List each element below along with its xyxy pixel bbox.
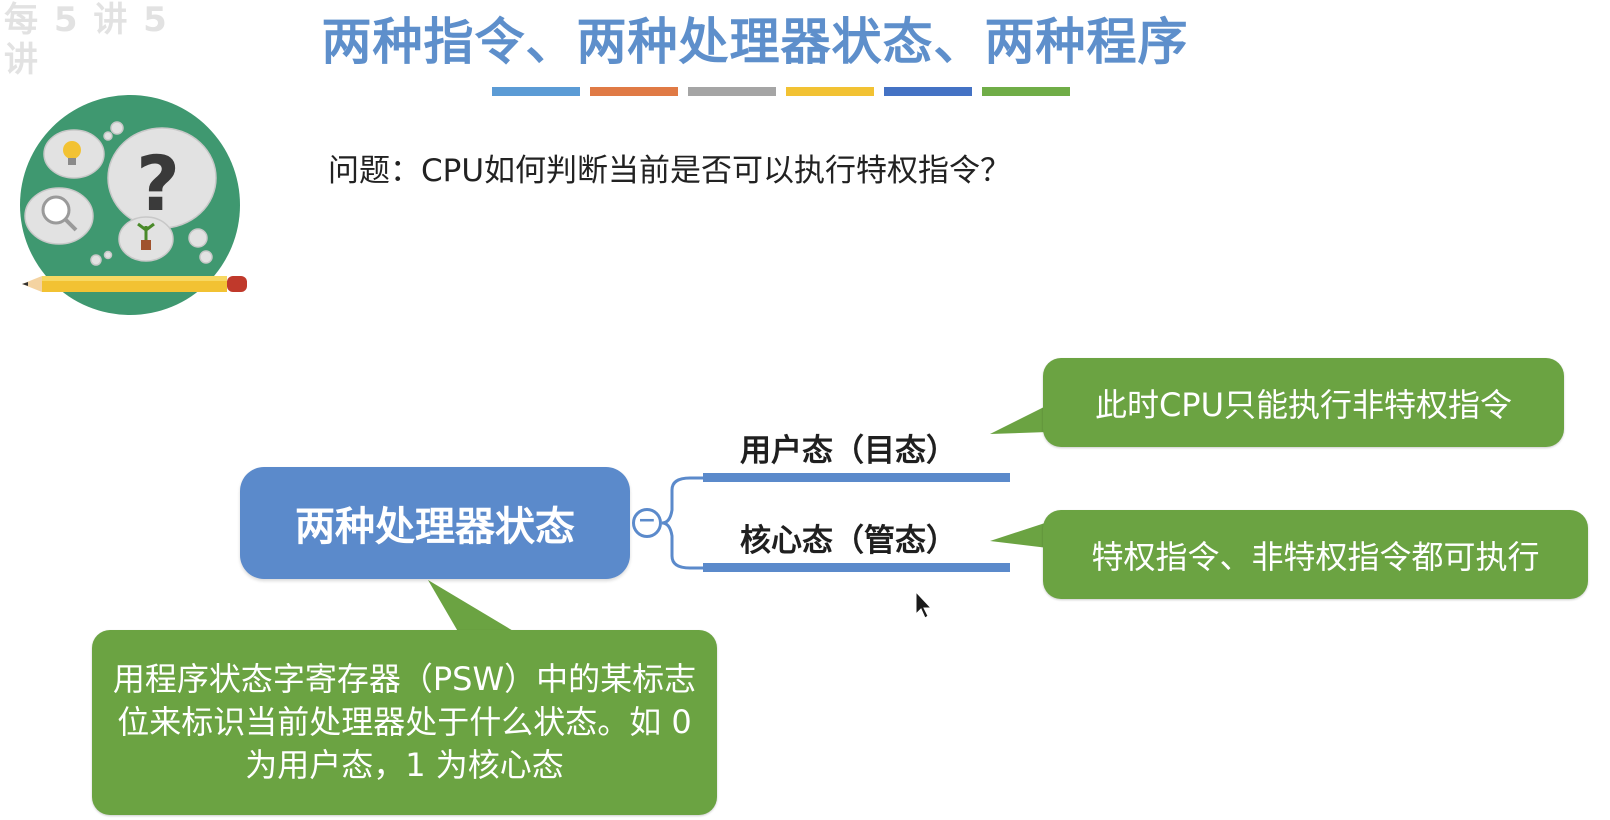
center-node[interactable]: 两种处理器状态	[240, 467, 630, 579]
callout-kernel-mode: 特权指令、非特权指令都可执行	[1043, 510, 1588, 599]
title-bar-1	[492, 87, 580, 96]
watermark: 每 5 讲 5 讲	[4, 0, 169, 80]
branch-underline-user	[703, 473, 1010, 482]
branch-underline-kernel	[703, 563, 1010, 572]
title-bar-2	[590, 87, 678, 96]
callout-pointer-psw	[428, 580, 520, 635]
page-title: 两种指令、两种处理器状态、两种程序	[321, 13, 1189, 71]
callout-user-mode: 此时CPU只能执行非特权指令	[1043, 358, 1564, 447]
question-text: 问题：CPU如何判断当前是否可以执行特权指令？	[328, 153, 1012, 189]
callout-psw-text: 用程序状态字寄存器（PSW）中的某标志位来标识当前处理器处于什么状态。如 0 为…	[112, 660, 697, 784]
title-bar-6	[982, 87, 1070, 96]
callout-pointer-kernel	[990, 522, 1048, 548]
title-bar-3	[688, 87, 776, 96]
collapse-button[interactable]: −	[632, 508, 662, 538]
svg-text:?: ?	[136, 139, 180, 228]
question-thought-bubble-icon: ?	[20, 95, 247, 315]
title-bar-4	[786, 87, 874, 96]
mouse-pointer-icon	[915, 590, 933, 619]
callout-pointer-user	[990, 405, 1048, 434]
branch-user-mode[interactable]: 用户态（目态）	[740, 433, 957, 469]
callout-kernel-mode-text: 特权指令、非特权指令都可执行	[1091, 537, 1540, 576]
title-bar-5	[884, 87, 972, 96]
callout-psw: 用程序状态字寄存器（PSW）中的某标志位来标识当前处理器处于什么状态。如 0 为…	[92, 630, 717, 815]
callout-user-mode-text: 此时CPU只能执行非特权指令	[1094, 385, 1513, 424]
branch-kernel-mode[interactable]: 核心态（管态）	[740, 523, 957, 559]
